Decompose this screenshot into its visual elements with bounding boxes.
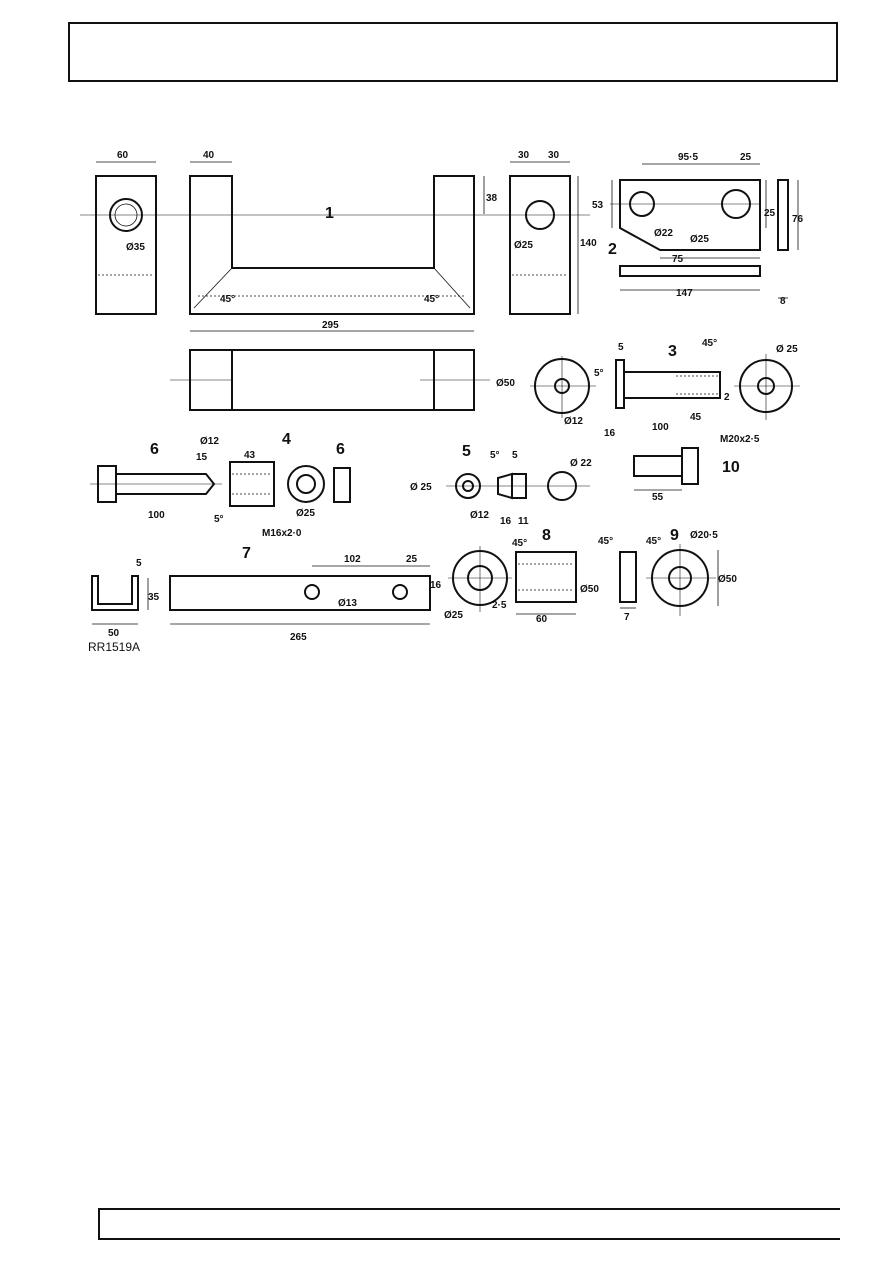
part1-dim-40: 40 <box>203 150 215 161</box>
part9-angle-45-right: 45° <box>646 536 661 547</box>
part9-dia-20-5: Ø20·5 <box>690 530 718 541</box>
part-number-3: 3 <box>668 343 677 360</box>
part8-angle-45: 45° <box>512 538 527 549</box>
part7-dim-5: 5 <box>136 558 142 569</box>
part-number-4: 4 <box>282 431 291 448</box>
part-10-bolt <box>633 447 699 491</box>
part4-dia-25: Ø25 <box>296 508 315 519</box>
part1-dia-25: Ø25 <box>514 240 533 251</box>
part3-dia-25: Ø 25 <box>776 344 798 355</box>
part-number-6-bolt: 6 <box>150 441 159 458</box>
part8-dim-2-5: 2·5 <box>492 600 507 611</box>
part8-dia-25: Ø25 <box>444 610 463 621</box>
part2-dim-25-side: 25 <box>764 208 776 219</box>
part-number-1: 1 <box>325 205 334 222</box>
part7-dim-35: 35 <box>148 592 160 603</box>
part2-dim-25-top: 25 <box>740 152 752 163</box>
part-number-8: 8 <box>542 527 551 544</box>
part-number-7: 7 <box>242 545 251 562</box>
part-9-washer <box>619 544 719 616</box>
part1-dim-140: 140 <box>580 238 597 249</box>
part1-angle-right: 45° <box>424 294 439 305</box>
part4-thread: M16x2·0 <box>262 528 302 539</box>
part4-dim-43: 43 <box>244 450 256 461</box>
part-1-frame-plan <box>170 349 490 411</box>
part5-dia-12: Ø12 <box>470 510 489 521</box>
part-2-plate <box>610 179 789 277</box>
part-2-dimension-lines <box>611 163 799 299</box>
part-8-spacer <box>448 546 577 615</box>
part10-dim-55: 55 <box>652 492 664 503</box>
part-5-bush <box>446 471 590 501</box>
part3-dia-12: Ø12 <box>564 416 583 427</box>
drawing-reference-code: RR1519A <box>88 640 140 654</box>
part-7-bar <box>169 565 431 625</box>
part3-dim-45: 45 <box>690 412 702 423</box>
part3-dim-16: 16 <box>604 428 616 439</box>
part3-dim-2: 2 <box>724 392 730 403</box>
part1-dim-60: 60 <box>117 150 129 161</box>
part4-dia-12: Ø12 <box>200 436 219 447</box>
part-7-channel <box>91 575 149 625</box>
part5-dim-16: 16 <box>500 516 512 527</box>
part-number-6-nut: 6 <box>336 441 345 458</box>
part8-dim-60: 60 <box>536 614 548 625</box>
part7-dim-25: 25 <box>406 554 418 565</box>
part2-dia-25: Ø25 <box>690 234 709 245</box>
part3-thread: M20x2·5 <box>720 434 760 445</box>
part1-dim-30b: 30 <box>548 150 560 161</box>
part-number-2: 2 <box>608 241 617 258</box>
part9-angle-45-left: 45° <box>598 536 613 547</box>
part-4-sleeve <box>229 461 325 507</box>
part4-dim-15: 15 <box>196 452 208 463</box>
part8-dia-50: Ø50 <box>580 584 599 595</box>
part7-dim-16: 16 <box>430 580 442 591</box>
part1-dim-295: 295 <box>322 320 339 331</box>
part-6-bolt <box>90 465 222 503</box>
part2-dim-147: 147 <box>676 288 693 299</box>
part7-dim-265: 265 <box>290 632 307 643</box>
part-number-5: 5 <box>462 443 471 460</box>
part-number-10: 10 <box>722 459 740 476</box>
page-header-frame <box>68 22 838 82</box>
part9-dim-7: 7 <box>624 612 630 623</box>
part5-angle-5: 5° <box>490 450 500 461</box>
part1-dim-38: 38 <box>486 193 498 204</box>
part3-dim-100: 100 <box>652 422 669 433</box>
part3-dia-50: Ø50 <box>496 378 515 389</box>
part6-dim-100: 100 <box>148 510 165 521</box>
part-1-frame-front <box>170 175 495 315</box>
part5-dia-25: Ø 25 <box>410 482 432 493</box>
part1-angle-left: 45° <box>220 294 235 305</box>
part-1-dimension-lines <box>96 161 579 332</box>
part2-dim-76: 76 <box>792 214 804 225</box>
part7-dim-50: 50 <box>108 628 120 639</box>
part-1-side-plate-right <box>495 175 590 315</box>
part-number-9: 9 <box>670 527 679 544</box>
part7-dim-102: 102 <box>344 554 361 565</box>
part5-dim-11: 11 <box>518 516 529 527</box>
part2-dia-22: Ø22 <box>654 228 673 239</box>
part5-dia-22: Ø 22 <box>570 458 592 469</box>
part7-dia-13: Ø13 <box>338 598 357 609</box>
part2-dim-75: 75 <box>672 254 684 265</box>
part6-angle-5: 5° <box>214 514 224 525</box>
part2-dim-95-5: 95·5 <box>678 152 698 163</box>
part9-dia-50: Ø50 <box>718 574 737 585</box>
part5-dim-5: 5 <box>512 450 518 461</box>
part3-dim-5: 5 <box>618 342 624 353</box>
page-footer-frame <box>98 1208 840 1240</box>
part1-dim-30a: 30 <box>518 150 530 161</box>
part-3-pin <box>530 354 800 420</box>
part3-angle-5: 5° <box>594 368 604 379</box>
part1-dia-35: Ø35 <box>126 242 145 253</box>
part2-dim-53: 53 <box>592 200 604 211</box>
part3-angle-45: 45° <box>702 338 717 349</box>
part2-dim-8: 8 <box>780 296 786 307</box>
part-1-side-plate-left <box>80 175 170 315</box>
part-6-nut <box>333 467 351 503</box>
